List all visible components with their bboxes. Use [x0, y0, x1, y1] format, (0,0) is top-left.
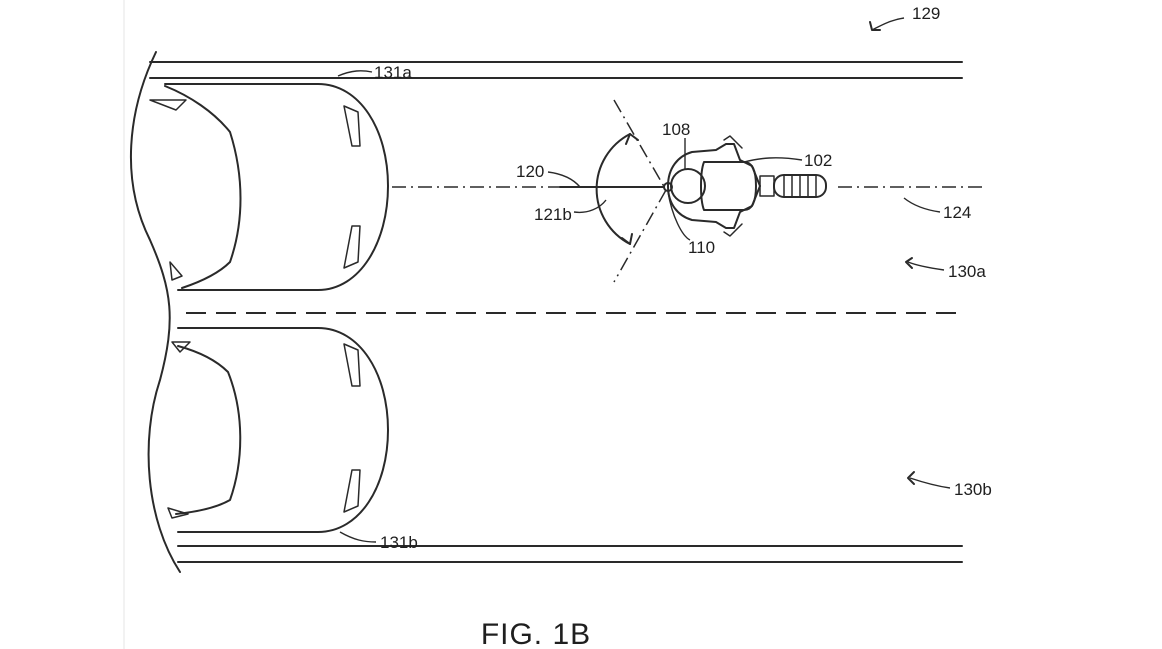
leader-lines [337, 17, 951, 543]
label-108: 108 [662, 120, 690, 139]
vehicle-131b-mirror-top [171, 341, 191, 353]
rider-108-helmet [670, 168, 706, 204]
fov-arc [595, 133, 631, 245]
label-130b: 130b [954, 480, 992, 499]
motorcycle-rear-wheel [773, 174, 827, 198]
arrowhead-130b [907, 471, 915, 485]
vehicle-131b-mirror-bottom [167, 507, 189, 519]
label-129: 129 [912, 4, 940, 23]
leader-131a [337, 70, 373, 77]
leader-110 [667, 191, 691, 241]
leader-130b [909, 477, 951, 489]
vehicle-131a-headlight-top [343, 105, 361, 147]
vehicle-131a-mirror-top [149, 99, 187, 111]
leader-121b [573, 199, 607, 214]
arrowhead-129 [869, 21, 881, 31]
motorcycle-fairing [667, 143, 761, 229]
motorcycle-tail [759, 175, 775, 197]
label-120: 120 [516, 162, 544, 181]
vehicle-131a-headlight-bottom [343, 225, 361, 269]
field-of-view-121b [595, 99, 667, 283]
label-131b: 131b [380, 533, 418, 552]
label-131a: 131a [374, 63, 412, 82]
vehicle-131a [149, 83, 389, 291]
figure-caption: FIG. 1B [481, 618, 591, 649]
vehicle-131b-headlight-bottom [343, 469, 361, 513]
leader-120 [547, 171, 581, 188]
motorcycle-handlebars [723, 135, 743, 237]
motorcycle-seat [700, 161, 757, 211]
leader-129 [871, 17, 905, 31]
arrowhead-130a [905, 257, 913, 269]
leader-130a [907, 261, 945, 271]
label-102: 102 [804, 151, 832, 170]
vehicle-131b-windshield [175, 345, 242, 515]
leader-102 [743, 157, 803, 163]
reference-labels: 129 131a 131b 102 108 120 121b 110 124 1… [374, 4, 992, 552]
label-130a: 130a [948, 262, 986, 281]
leader-124 [903, 197, 941, 213]
road [129, 51, 963, 573]
vehicle-131b-headlight-top [343, 343, 361, 387]
fov-arc-arrow-top [625, 133, 639, 145]
label-124: 124 [943, 203, 971, 222]
vehicle-131b [167, 327, 389, 533]
sensor-110 [663, 182, 673, 192]
leader-131b [339, 531, 377, 543]
label-110: 110 [688, 238, 715, 257]
vehicle-131a-windshield [164, 85, 242, 289]
cutaway-edge [129, 51, 181, 573]
fov-boundary-bottom [613, 189, 667, 283]
motorcycle-102 [663, 135, 827, 237]
label-121b: 121b [534, 205, 572, 224]
fov-arc-arrow-bottom [621, 233, 633, 245]
vehicle-131b-body [177, 327, 389, 533]
vehicle-131a-mirror-bottom [169, 261, 183, 281]
vehicle-131a-body [164, 83, 389, 291]
fov-boundary-top [613, 99, 667, 191]
